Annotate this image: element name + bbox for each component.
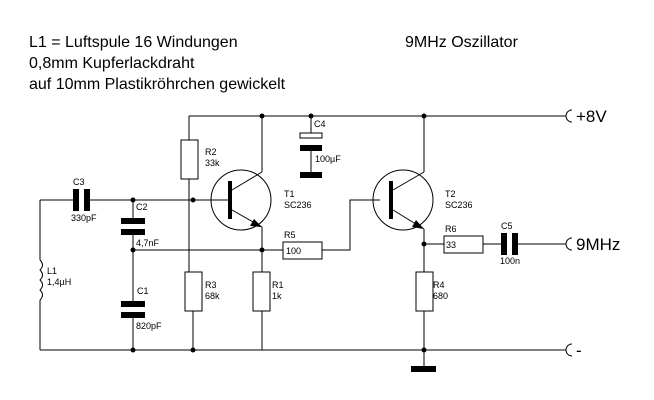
emitter-arrow-icon (412, 220, 424, 229)
resistor-R3: R3 68k (184, 271, 220, 350)
coil-icon (39, 259, 43, 301)
ground-symbol-icon (411, 366, 436, 372)
label-C4-value: 100µF (315, 154, 341, 164)
note-line-3: auf 10mm Plastikröhrchen gewickelt (29, 76, 286, 93)
label-R3-value: 68k (205, 291, 220, 301)
inductor-L1: L1 1,4µH (39, 200, 71, 350)
resistor-R2: R2 33k (180, 139, 220, 272)
supply-rail (188, 113, 566, 172)
ground-rail (40, 347, 566, 372)
label-R2-value: 33k (205, 158, 220, 168)
supply-port-label: +8V (576, 107, 607, 126)
note-line-1: L1 = Luftspule 16 Windungen (29, 34, 238, 51)
capacitor-C1: C1 820pF (121, 250, 162, 350)
label-R4-value: 680 (433, 291, 448, 301)
capacitor-C2: C2 4,7nF (121, 200, 160, 253)
label-C4-ref: C4 (314, 119, 326, 129)
output-port-label: 9MHz (576, 235, 620, 254)
label-T1-value: SC236 (284, 200, 312, 210)
port-connector-icon (565, 109, 573, 123)
label-L1-value: 1,4µH (47, 277, 71, 287)
label-C5-ref: C5 (501, 221, 513, 231)
label-R5-ref: R5 (284, 230, 296, 240)
label-R3-ref: R3 (205, 280, 217, 290)
emitter-arrow-icon (250, 219, 262, 227)
resistor-R5: R5 100 (262, 199, 380, 260)
supply-port[interactable]: +8V (565, 107, 607, 126)
note-line-2: 0,8mm Kupferlackdraht (29, 55, 195, 72)
label-L1-ref: L1 (47, 266, 57, 276)
label-C1-ref: C1 (137, 286, 149, 296)
label-R6-value: 33 (446, 240, 456, 250)
label-C2-ref: C2 (136, 202, 148, 212)
resistor-R6: R6 33 (424, 224, 501, 254)
label-T2-ref: T2 (445, 189, 456, 199)
capacitor-C5: C5 100n (500, 221, 566, 266)
label-C1-value: 820pF (136, 321, 162, 331)
label-C3-value: 330pF (71, 213, 97, 223)
label-T2-value: SC236 (445, 200, 473, 210)
label-T1-ref: T1 (284, 189, 295, 199)
port-connector-icon (565, 343, 573, 357)
transistor-T2: T2 SC236 (372, 169, 473, 272)
label-C5-value: 100n (500, 256, 520, 266)
resistor-R1: R1 1k (252, 271, 284, 350)
label-R6-ref: R6 (445, 224, 457, 234)
transistor-T1: T1 SC236 (193, 169, 312, 272)
output-port[interactable]: 9MHz (565, 235, 620, 254)
port-connector-icon (565, 237, 573, 251)
capacitor-C3: C3 330pF (40, 177, 196, 223)
label-R1-value: 1k (272, 291, 282, 301)
capacitor-C4: C4 100µF (299, 119, 341, 178)
label-R1-ref: R1 (272, 280, 284, 290)
label-C2-value: 4,7nF (136, 238, 160, 248)
ground-port[interactable]: - (565, 341, 582, 360)
label-C3-ref: C3 (73, 177, 85, 187)
diagram-title: 9MHz Oszillator (405, 34, 519, 51)
label-R2-ref: R2 (205, 147, 217, 157)
resistor-R4: R4 680 (415, 271, 448, 350)
label-R4-ref: R4 (433, 280, 445, 290)
ground-port-label: - (576, 341, 582, 360)
label-R5-value: 100 (286, 246, 301, 256)
